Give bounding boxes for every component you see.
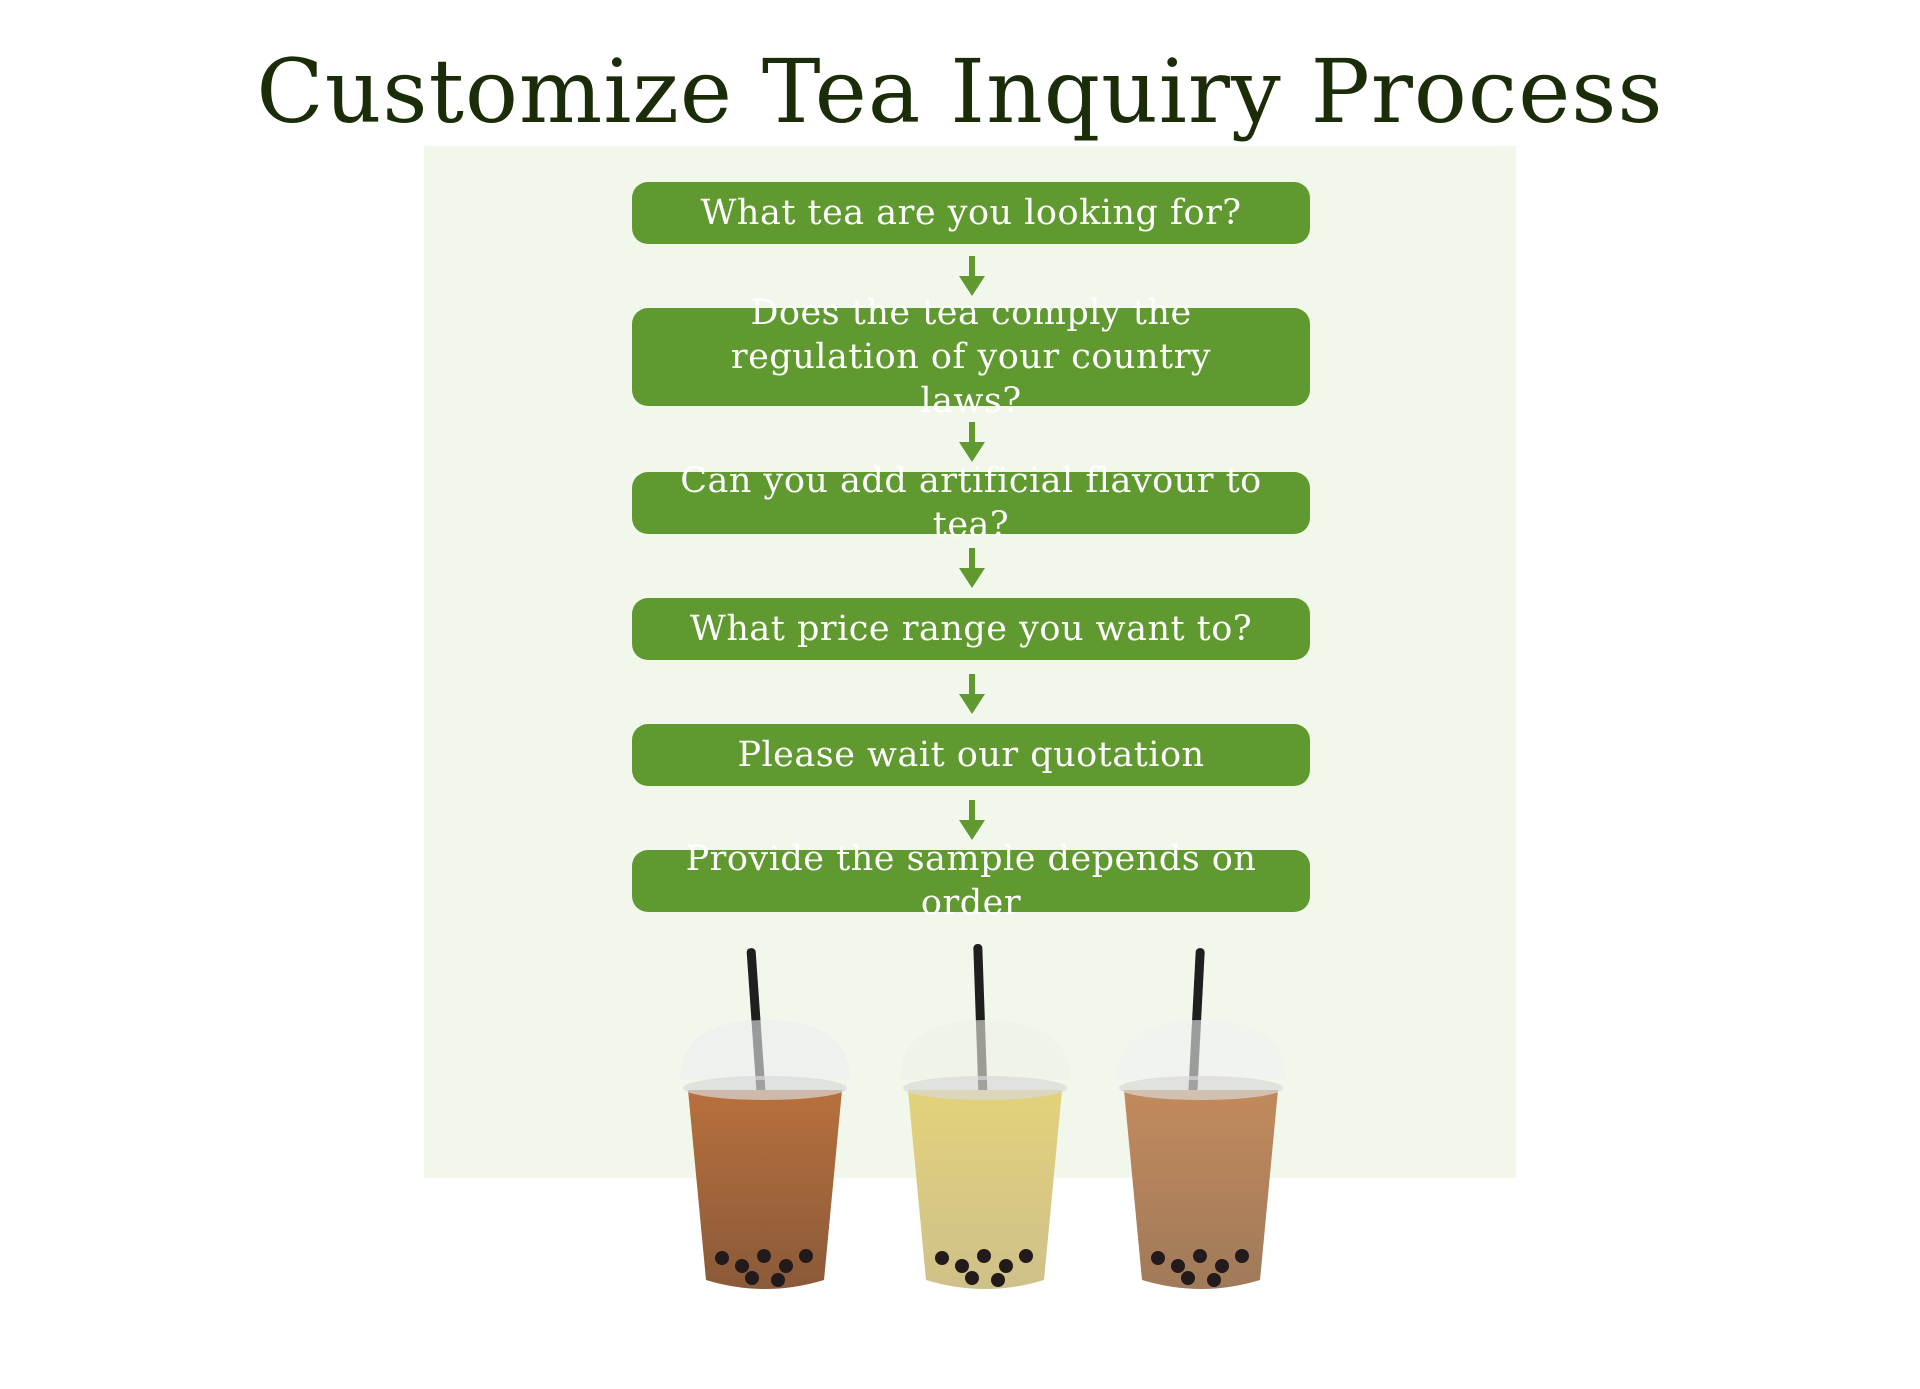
arrow-down-icon: [959, 674, 985, 714]
step-3-artificial-flavour: Can you add artificial flavour to tea?: [632, 461, 1310, 545]
bubble-tea-cups-image: [680, 944, 1286, 1289]
step-4-price-range: What price range you want to?: [632, 598, 1310, 660]
bubble-tea-cup-icon: [680, 948, 850, 1289]
step-2-regulation: Does the tea comply the regulation of yo…: [632, 293, 1310, 421]
step-5-quotation: Please wait our quotation: [632, 724, 1310, 786]
bubble-tea-cup-icon: [1116, 948, 1286, 1289]
bubble-tea-cup-icon: [900, 944, 1070, 1289]
arrow-down-icon: [959, 800, 985, 840]
page-title: Customize Tea Inquiry Process: [256, 40, 1664, 143]
step-1-what-tea: What tea are you looking for?: [632, 182, 1310, 244]
arrow-down-icon: [959, 256, 985, 296]
arrow-down-icon: [959, 548, 985, 588]
step-6-sample: Provide the sample depends on order: [632, 839, 1310, 923]
arrow-down-icon: [959, 422, 985, 462]
